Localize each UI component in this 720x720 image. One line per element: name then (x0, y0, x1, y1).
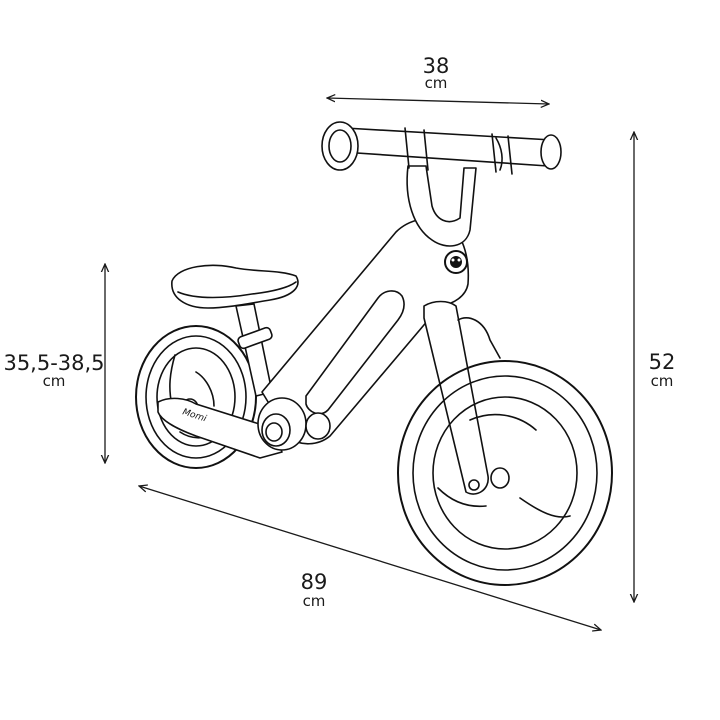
seat (171, 264, 299, 309)
total-height-value: 52 (649, 350, 676, 374)
seat-post (235, 303, 273, 397)
dimension-labels: 38 cm 52 cm 35,5-38,5 cm 89 cm (3, 54, 675, 610)
total-height-unit: cm (651, 372, 674, 390)
brand-emblem-icon (444, 250, 468, 274)
frame-hinge (257, 397, 331, 451)
total-length-value: 89 (301, 570, 328, 594)
rear-wheel (135, 325, 257, 469)
handlebar-width-unit: cm (425, 74, 448, 92)
front-fork (423, 300, 501, 495)
rear-frame-arm (157, 397, 283, 459)
handlebar (321, 121, 562, 175)
total-length-unit: cm (303, 592, 326, 610)
handlebar-width-value: 38 (423, 54, 450, 78)
dimension-arrows (105, 98, 634, 630)
front-wheel (397, 360, 613, 586)
balance-bike-drawing: Momi (135, 121, 613, 586)
seat-height-value: 35,5-38,5 (3, 351, 104, 375)
total-length-arrow (139, 486, 601, 630)
seat-height-unit: cm (43, 372, 66, 390)
head-tube (406, 165, 477, 247)
handlebar-width-arrow (327, 98, 549, 104)
